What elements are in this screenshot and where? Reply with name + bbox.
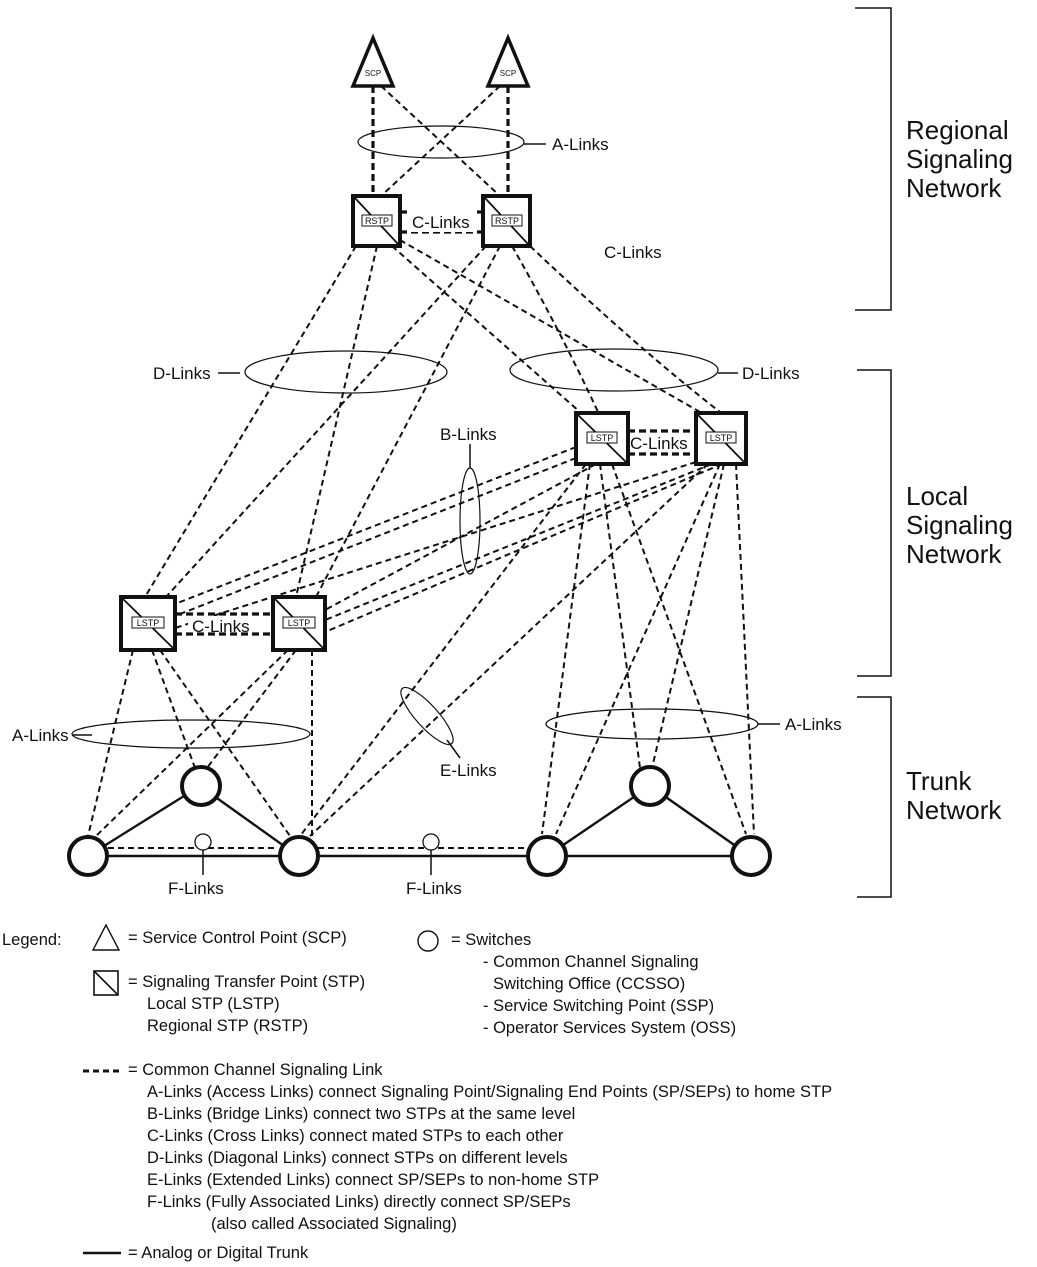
label-c-links-local-right: C-Links bbox=[630, 434, 688, 453]
legend-ccs-item: A-Links (Access Links) connect Signaling… bbox=[147, 1083, 832, 1101]
label-f-links-right: F-Links bbox=[406, 879, 462, 898]
svg-text:LSTP: LSTP bbox=[591, 433, 614, 443]
rstp-node-right: RSTP bbox=[481, 194, 532, 248]
section-local-title: Local Signaling Network bbox=[906, 481, 1013, 569]
switch-node bbox=[67, 835, 109, 877]
label-f-links-left: F-Links bbox=[168, 879, 224, 898]
label-c-links-local-left: C-Links bbox=[192, 617, 250, 636]
switch-node bbox=[180, 765, 222, 807]
legend-ccs-item: D-Links (Diagonal Links) connect STPs on… bbox=[147, 1149, 568, 1167]
a-links-ellipse-top bbox=[357, 125, 525, 159]
local-c-links-left bbox=[175, 612, 273, 636]
d-links-ellipse-right bbox=[509, 348, 719, 392]
svg-text:RSTP: RSTP bbox=[495, 216, 519, 226]
d-links bbox=[144, 239, 721, 598]
legend-ccs-item: C-Links (Cross Links) connect mated STPs… bbox=[147, 1127, 564, 1145]
scp-node-right: SCP bbox=[485, 33, 531, 88]
legend-ccs-item: B-Links (Bridge Links) connect two STPs … bbox=[147, 1105, 575, 1123]
legend-switch-item: Switching Office (CCSSO) bbox=[493, 975, 685, 993]
local-c-links-right bbox=[628, 429, 696, 456]
bracket-trunk bbox=[857, 696, 892, 898]
legend-switch-item: - Common Channel Signaling bbox=[483, 953, 699, 971]
legend-stp-item: Regional STP (RSTP) bbox=[147, 1017, 308, 1035]
section-regional-title: Regional Signaling Network bbox=[906, 115, 1013, 203]
label-c-links-side: C-Links bbox=[604, 243, 662, 262]
e-links-ellipse bbox=[400, 686, 454, 746]
switch-node bbox=[730, 835, 772, 877]
label-d-links-right: D-Links bbox=[742, 364, 800, 383]
label-b-links: B-Links bbox=[440, 425, 497, 444]
svg-text:RSTP: RSTP bbox=[365, 216, 389, 226]
legend-stp: = Signaling Transfer Point (STP) bbox=[128, 973, 365, 991]
bracket-regional bbox=[855, 7, 892, 311]
legend-switches: = Switches bbox=[451, 931, 531, 949]
svg-text:Local: Local bbox=[906, 481, 968, 511]
svg-text:LSTP: LSTP bbox=[288, 618, 311, 628]
svg-text:LSTP: LSTP bbox=[137, 618, 160, 628]
svg-text:Network: Network bbox=[906, 795, 1002, 825]
e-links bbox=[299, 463, 709, 837]
legend-switch-icon bbox=[417, 930, 439, 952]
a-links-right bbox=[541, 463, 755, 835]
lstp-node-upper-left: LSTP bbox=[574, 411, 630, 466]
switch-node bbox=[278, 835, 320, 877]
scp-node-left: SCP bbox=[350, 33, 396, 88]
regional-a-links bbox=[371, 85, 510, 197]
legend-scp: = Service Control Point (SCP) bbox=[128, 929, 347, 947]
f-links-marker-left bbox=[194, 833, 212, 851]
bracket-local bbox=[857, 369, 892, 677]
svg-text:Network: Network bbox=[906, 539, 1002, 569]
legend-switch-item: - Service Switching Point (SSP) bbox=[483, 997, 714, 1015]
label-a-links-left: A-Links bbox=[12, 726, 69, 745]
svg-text:Signaling: Signaling bbox=[906, 144, 1013, 174]
svg-text:Network: Network bbox=[906, 173, 1002, 203]
svg-text:Signaling: Signaling bbox=[906, 510, 1013, 540]
label-d-links-left: D-Links bbox=[153, 364, 211, 383]
legend-ccs-link: = Common Channel Signaling Link bbox=[128, 1061, 383, 1079]
legend-switch-item: - Operator Services System (OSS) bbox=[483, 1019, 736, 1037]
legend-ccs-item: (also called Associated Signaling) bbox=[211, 1215, 457, 1233]
svg-text:SCP: SCP bbox=[500, 69, 516, 78]
a-links-ellipse-right bbox=[545, 708, 759, 740]
legend-title: Legend: bbox=[2, 931, 62, 949]
legend-trunk: = Analog or Digital Trunk bbox=[128, 1244, 309, 1262]
legend-ccs-item: E-Links (Extended Links) connect SP/SEPs… bbox=[147, 1171, 599, 1189]
svg-text:SCP: SCP bbox=[365, 69, 381, 78]
b-links-ellipse bbox=[459, 467, 481, 575]
label-a-links-right: A-Links bbox=[785, 715, 842, 734]
legend: Legend: = Service Control Point (SCP) = … bbox=[2, 923, 832, 1262]
section-trunk-title: Trunk Network bbox=[906, 766, 1002, 825]
rstp-node-left: RSTP bbox=[351, 194, 402, 248]
switch-node bbox=[526, 835, 568, 877]
legend-scp-icon bbox=[91, 923, 121, 951]
legend-stp-item: Local STP (LSTP) bbox=[147, 995, 280, 1013]
label-a-links-top: A-Links bbox=[552, 135, 609, 154]
lstp-node-upper-right: LSTP bbox=[694, 411, 748, 466]
d-links-ellipse-left bbox=[244, 350, 448, 394]
switch-node bbox=[629, 765, 671, 807]
svg-text:LSTP: LSTP bbox=[710, 433, 733, 443]
svg-text:Regional: Regional bbox=[906, 115, 1009, 145]
legend-ccs-item: F-Links (Fully Associated Links) directl… bbox=[147, 1193, 571, 1211]
f-links-marker-right bbox=[422, 833, 440, 851]
a-links-ellipse-left bbox=[71, 719, 311, 749]
svg-text:Trunk: Trunk bbox=[906, 766, 972, 796]
label-e-links: E-Links bbox=[440, 761, 497, 780]
lstp-node-lower-right: LSTP bbox=[271, 595, 327, 652]
lstp-node-lower-left: LSTP bbox=[119, 595, 177, 652]
label-c-links-regional: C-Links bbox=[412, 213, 470, 232]
